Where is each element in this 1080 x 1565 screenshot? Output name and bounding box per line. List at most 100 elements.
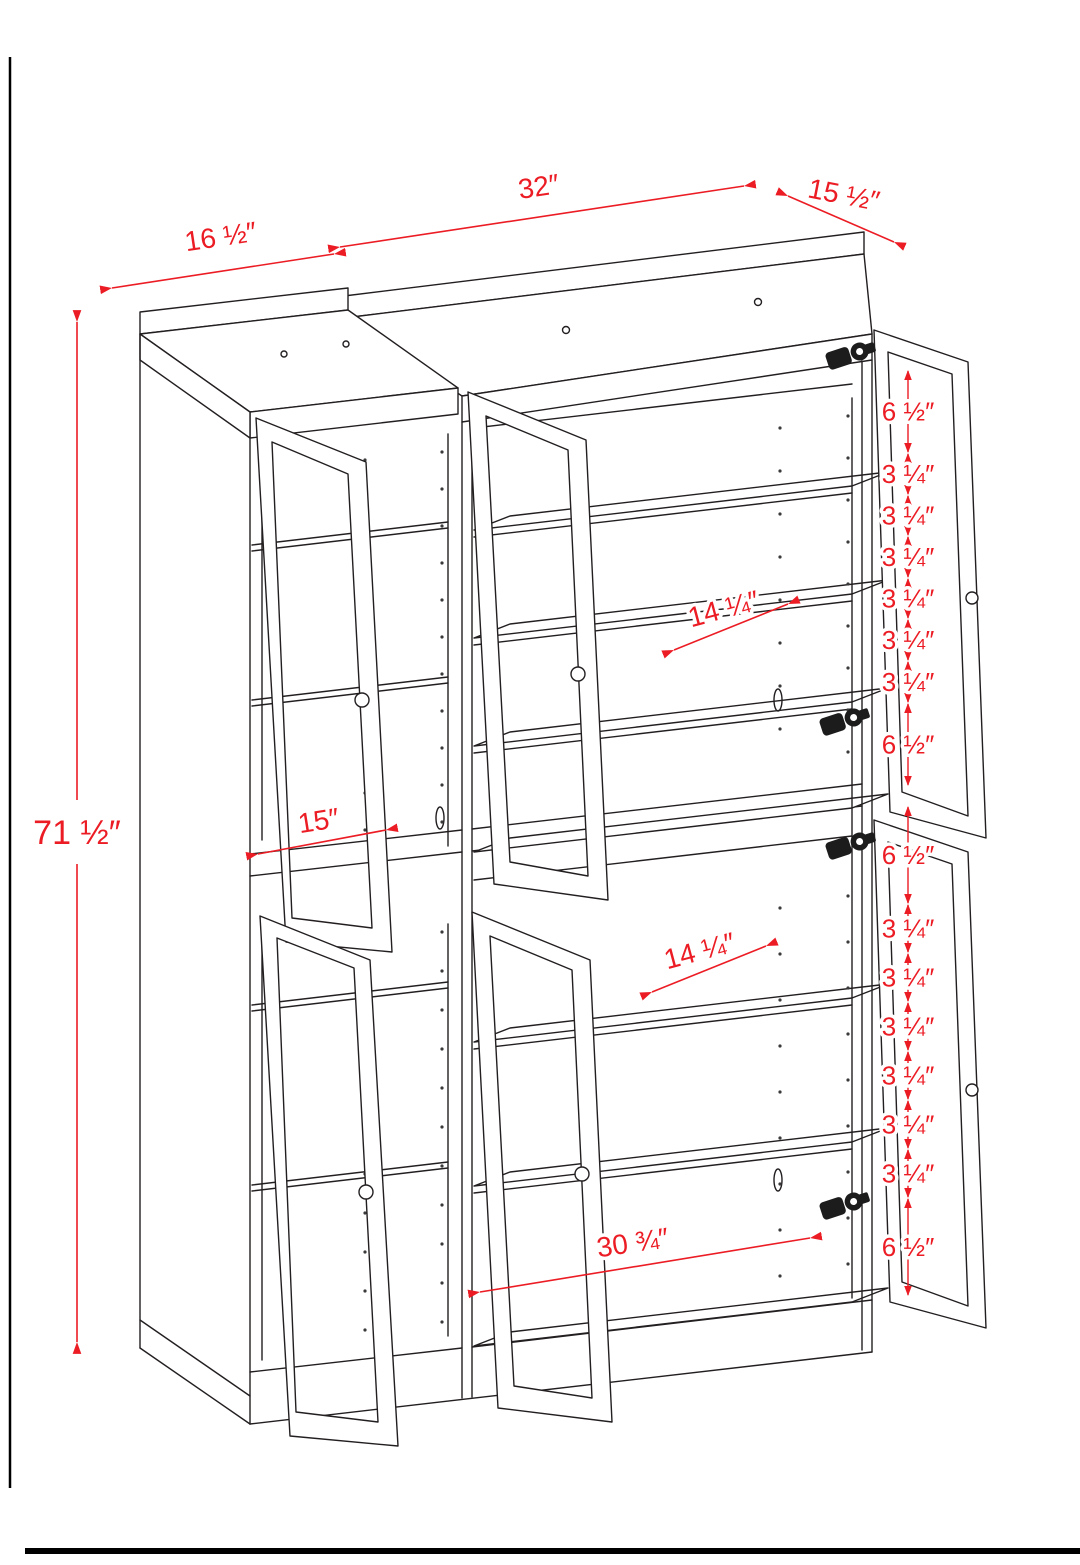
shelf-pin-hole — [778, 469, 782, 473]
dimension-label-width-left: 16 ½″ — [183, 216, 259, 257]
shelf-pin-hole — [846, 1032, 850, 1036]
hole-spacing-label: 3 ¼″ — [882, 501, 935, 531]
arrowhead-down-icon — [904, 485, 912, 495]
arrowhead-up-icon — [904, 578, 912, 588]
hole-spacing-label: 3 ¼″ — [882, 667, 935, 697]
arrowhead-up-icon — [904, 1198, 912, 1208]
arrowhead-down-icon — [904, 1139, 912, 1149]
shelf-pin-hole — [440, 1047, 444, 1051]
hole-spacing-label: 3 ¼″ — [882, 1012, 935, 1042]
arrowhead-up-icon — [904, 1100, 912, 1110]
shelf-pin-hole — [440, 1086, 444, 1090]
cam-hole — [753, 297, 763, 307]
crown-right-unit — [343, 231, 873, 423]
cam-hole — [342, 340, 350, 348]
door-upper-right — [873, 329, 987, 839]
shelf-pin-hole — [440, 783, 444, 787]
dimension-label-height: 71 ½″ — [33, 814, 121, 852]
shelf-pin-hole — [440, 1203, 444, 1207]
arrowhead-down-icon — [904, 1090, 912, 1100]
shelf-pin-hole — [846, 582, 850, 586]
door-knob — [965, 1083, 979, 1097]
dimension-arrow-width-left — [99, 247, 347, 295]
shelf-pin-hole — [363, 1289, 367, 1293]
shelf-pin-hole — [846, 894, 850, 898]
hole-spacing-label: 6 ½″ — [882, 1232, 935, 1262]
shelf-pin-hole — [778, 727, 782, 731]
arrowhead-up-icon — [904, 536, 912, 546]
left-unit-shelves — [251, 521, 449, 1192]
shelf-pin-hole — [440, 672, 444, 676]
shelf-pin-hole — [846, 414, 850, 418]
hole-spacing-label: 3 ¼″ — [882, 459, 935, 489]
shelf-pin-hole — [778, 1274, 782, 1278]
shelf-pin-hole — [440, 820, 444, 824]
shelf-pin-hole — [778, 641, 782, 645]
arrowhead-up-icon — [904, 661, 912, 671]
shelf-pin-hole — [440, 930, 444, 934]
shelf-pin-hole — [778, 1228, 782, 1232]
arrowhead-up-icon — [904, 1051, 912, 1061]
shelf-pin-hole — [440, 1008, 444, 1012]
shelf-pin-hole — [846, 666, 850, 670]
arrowhead-up-icon — [904, 703, 912, 713]
shelf-pin-hole — [846, 1170, 850, 1174]
hole-spacing-label: 3 ¼″ — [882, 584, 935, 614]
shelf-pin-hole — [846, 1262, 850, 1266]
arrowhead-down-icon — [904, 1188, 912, 1198]
hole-spacing-label: 6 ½″ — [882, 397, 935, 427]
shelf-pin-hole — [778, 998, 782, 1002]
arrowhead-down-icon — [904, 894, 912, 904]
shelf-pin-hole — [778, 1136, 782, 1140]
shelf-pin-hole — [846, 1124, 850, 1128]
crown-left-unit — [139, 287, 459, 439]
hole-spacing-label: 3 ¼″ — [882, 625, 935, 655]
shelf-pin-hole — [440, 524, 444, 528]
shelf-pin-hole — [778, 598, 782, 602]
shelf-pin-hole — [440, 969, 444, 973]
shelf-pin-hole — [778, 1044, 782, 1048]
arrowhead-down-icon — [904, 776, 912, 786]
hole-spacing-label: 3 ¼″ — [882, 542, 935, 572]
hole-spacing-label: 6 ½″ — [882, 730, 935, 760]
door-lower-left — [259, 915, 399, 1447]
hole-spacing-label: 6 ½″ — [882, 840, 935, 870]
arrowhead-up-icon — [904, 806, 912, 816]
shelf-pin-hole — [778, 952, 782, 956]
cam-hole — [280, 350, 288, 358]
arrowhead-down-icon — [904, 443, 912, 453]
shelf-pin-hole — [846, 1216, 850, 1220]
door-upper-center — [467, 391, 609, 901]
shelf-pin-hole — [778, 426, 782, 430]
dimension-arrow-depth — [775, 187, 907, 251]
page-border-bottom — [25, 1548, 1080, 1554]
shelf-pin-hole — [440, 487, 444, 491]
shelf-pin-hole — [440, 1281, 444, 1285]
shelf-pin-hole — [440, 1242, 444, 1246]
shelf-pin-hole — [846, 456, 850, 460]
door-knob — [570, 666, 586, 682]
arrowhead-down-icon — [904, 651, 912, 661]
dimension-arrow-width-main — [327, 179, 757, 254]
arrowhead-down-icon — [904, 943, 912, 953]
shelf-pin-hole — [363, 1211, 367, 1215]
hole-spacing-label: 3 ¼″ — [882, 1159, 935, 1189]
arrowhead-up-icon — [904, 370, 912, 380]
shelf-pin-hole — [778, 1090, 782, 1094]
hole-spacing-label: 3 ¼″ — [882, 914, 935, 944]
arrowhead-up-icon — [904, 1002, 912, 1012]
arrowhead-down-icon — [904, 609, 912, 619]
shelf-pin-hole — [778, 1182, 782, 1186]
shelf-pin-hole — [440, 1320, 444, 1324]
hole-spacing-label: 3 ¼″ — [882, 1110, 935, 1140]
door-upper-left — [255, 417, 393, 953]
dimension-arrow-shelf-depth-lower — [639, 937, 779, 1001]
shelf-pin-hole — [440, 561, 444, 565]
shelf-pin-hole — [778, 555, 782, 559]
arrowhead-up-icon — [904, 1149, 912, 1159]
shelf-pin-hole — [846, 750, 850, 754]
shelf-pin-hole — [846, 624, 850, 628]
dimension-arrow-interior-left-width — [245, 823, 399, 861]
